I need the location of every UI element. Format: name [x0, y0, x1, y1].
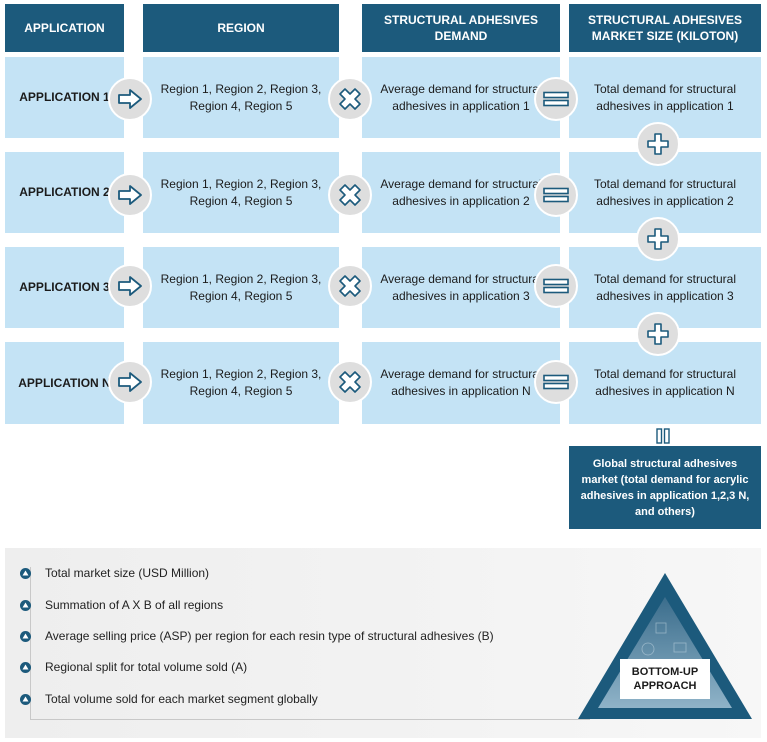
header-market-size-label: STRUCTURAL ADHESIVES MARKET SIZE (KILOTO…	[587, 13, 742, 43]
equals-icon	[534, 264, 578, 308]
bullet-connector-line	[30, 567, 31, 719]
arrow-right-icon	[108, 264, 152, 308]
demand-label: Average demand for structural adhesives …	[380, 176, 542, 208]
bottom-up-triangle: BOTTOM-UP APPROACH	[576, 571, 754, 721]
equals-icon	[534, 360, 578, 404]
bottom-divider	[30, 719, 590, 720]
bullet-text: Regional split for total volume sold (A)	[45, 660, 248, 674]
region-label: Region 1, Region 2, Region 3, Region 4, …	[160, 81, 322, 113]
bullet-text: Average selling price (ASP) per region f…	[45, 629, 494, 643]
triangle-up-icon	[20, 567, 31, 579]
global-market-label: Global structural adhesives market (tota…	[580, 457, 750, 518]
demand-cell-2: Average demand for structural adhesives …	[362, 152, 560, 233]
region-cell-n: Region 1, Region 2, Region 3, Region 4, …	[143, 342, 339, 424]
multiply-icon	[328, 77, 372, 121]
bullet-text: Summation of A X B of all regions	[45, 598, 224, 612]
header-market-size: STRUCTURAL ADHESIVES MARKET SIZE (KILOTO…	[569, 4, 761, 52]
header-application-label: APPLICATION	[24, 21, 105, 35]
bullet-item: Summation of A X B of all regions	[20, 598, 223, 612]
total-cell-3: Total demand for structural adhesives in…	[569, 247, 761, 328]
region-cell-1: Region 1, Region 2, Region 3, Region 4, …	[143, 57, 339, 138]
demand-label: Average demand for structural adhesives …	[380, 81, 542, 113]
total-label: Total demand for structural adhesives in…	[593, 176, 737, 208]
multiply-icon	[328, 264, 372, 308]
demand-cell-3: Average demand for structural adhesives …	[362, 247, 560, 328]
region-cell-3: Region 1, Region 2, Region 3, Region 4, …	[143, 247, 339, 328]
bullet-text: Total volume sold for each market segmen…	[45, 692, 318, 706]
total-cell-2: Total demand for structural adhesives in…	[569, 152, 761, 233]
equals-vertical-icon	[656, 428, 670, 444]
application-label: APPLICATION N	[18, 375, 111, 390]
bullet-item: Regional split for total volume sold (A)	[20, 660, 247, 674]
header-demand: STRUCTURAL ADHESIVES DEMAND	[362, 4, 560, 52]
global-market-box: Global structural adhesives market (tota…	[569, 446, 761, 529]
plus-icon	[636, 122, 680, 166]
triangle-up-icon	[20, 661, 31, 673]
application-label: APPLICATION 3	[19, 280, 110, 294]
application-cell-3: APPLICATION 3	[5, 247, 124, 328]
demand-label: Average demand for structural adhesives …	[380, 367, 542, 398]
triangle-up-icon	[20, 630, 31, 642]
application-label: APPLICATION 2	[19, 185, 110, 199]
header-application: APPLICATION	[5, 4, 124, 52]
approach-label: BOTTOM-UP APPROACH	[631, 666, 699, 692]
arrow-right-icon	[108, 173, 152, 217]
total-label: Total demand for structural adhesives in…	[593, 271, 737, 303]
region-label: Region 1, Region 2, Region 3, Region 4, …	[160, 176, 322, 208]
triangle-up-icon	[20, 693, 31, 705]
region-label: Region 1, Region 2, Region 3, Region 4, …	[160, 367, 322, 398]
bullet-item: Average selling price (ASP) per region f…	[20, 629, 494, 643]
region-cell-2: Region 1, Region 2, Region 3, Region 4, …	[143, 152, 339, 233]
bullet-item: Total market size (USD Million)	[20, 566, 209, 580]
header-demand-label: STRUCTURAL ADHESIVES DEMAND	[383, 13, 538, 43]
total-label: Total demand for structural adhesives in…	[593, 367, 737, 398]
arrow-right-icon	[108, 77, 152, 121]
region-label: Region 1, Region 2, Region 3, Region 4, …	[160, 271, 322, 303]
multiply-icon	[328, 173, 372, 217]
application-cell-n: APPLICATION N	[5, 342, 124, 424]
plus-icon	[636, 312, 680, 356]
total-cell-n: Total demand for structural adhesives in…	[569, 342, 761, 424]
multiply-icon	[328, 360, 372, 404]
application-cell-1: APPLICATION 1	[5, 57, 124, 138]
application-label: APPLICATION 1	[19, 90, 110, 104]
plus-icon	[636, 217, 680, 261]
application-cell-2: APPLICATION 2	[5, 152, 124, 233]
total-label: Total demand for structural adhesives in…	[593, 81, 737, 113]
bullet-text: Total market size (USD Million)	[45, 566, 210, 580]
equals-icon	[534, 173, 578, 217]
demand-cell-n: Average demand for structural adhesives …	[362, 342, 560, 424]
demand-cell-1: Average demand for structural adhesives …	[362, 57, 560, 138]
header-region: REGION	[143, 4, 339, 52]
arrow-right-icon	[108, 360, 152, 404]
equals-icon	[534, 77, 578, 121]
triangle-up-icon	[20, 599, 31, 611]
bullet-item: Total volume sold for each market segmen…	[20, 692, 318, 706]
demand-label: Average demand for structural adhesives …	[380, 271, 542, 303]
header-region-label: REGION	[217, 21, 265, 35]
approach-label-box: BOTTOM-UP APPROACH	[620, 659, 710, 699]
